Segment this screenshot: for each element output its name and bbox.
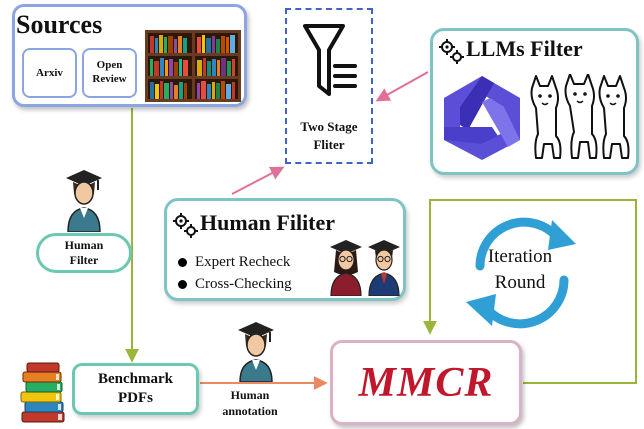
benchmark-pdfs-box: Benchmark PDFs	[72, 363, 199, 415]
funnel-filter-icon	[303, 24, 357, 96]
book-stack-icon	[20, 362, 65, 423]
llms-filter-title: LLMs Filter	[466, 36, 583, 61]
bullet-dot	[178, 258, 187, 267]
two-stage-label-line1: Two Stage	[300, 119, 358, 134]
iteration-line1: Iteration	[487, 246, 553, 267]
annotation-line1: Human	[230, 388, 270, 402]
mmcr-box: MMCR	[330, 340, 522, 425]
bookshelf-icon	[145, 30, 241, 102]
benchmark-line2: PDFs	[118, 390, 153, 406]
two-stage-label: Two Stage Fliter	[285, 118, 373, 153]
bullet-cross-checking: Cross-Checking	[178, 276, 292, 293]
iteration-round-label: Iteration Round	[470, 244, 570, 295]
bullet-expert-recheck: Expert Recheck	[178, 254, 290, 271]
human-filter-box	[164, 198, 406, 301]
qwen-logo-icon	[444, 76, 520, 160]
arrow-human-to-twostage	[231, 166, 285, 195]
llama-trio-icon	[530, 74, 630, 159]
human-filter-pill: Human Filter	[36, 233, 132, 273]
source-arxiv: Arxiv	[22, 48, 77, 98]
source-open-review: Open Review	[82, 48, 137, 98]
iteration-line2: Round	[494, 271, 546, 293]
mmcr-title: MMCR	[358, 359, 494, 406]
graduate-avatar-icon	[238, 322, 274, 382]
gear-icon	[173, 213, 198, 238]
benchmark-line1: Benchmark	[98, 371, 173, 388]
arrow-llms-to-twostage	[375, 71, 429, 102]
graduate-avatar-icon	[66, 170, 102, 232]
human-filter-pill-line1: Human	[64, 238, 104, 252]
human-filter-title: Human Filiter	[200, 210, 336, 235]
two-stage-label-line2: Fliter	[313, 136, 345, 152]
human-filter-pill-line2: Filter	[69, 253, 99, 267]
bullet-expert-recheck-text: Expert Recheck	[195, 254, 291, 270]
human-annotation-label: Human annotation	[208, 388, 292, 419]
annotation-line2: annotation	[222, 403, 278, 418]
expert-avatars-icon	[330, 240, 400, 296]
sources-title: Sources	[16, 10, 103, 39]
cycle-arrows-icon	[466, 217, 576, 329]
bullet-cross-checking-text: Cross-Checking	[195, 276, 292, 292]
bullet-dot	[178, 280, 187, 289]
arrow-iteration-loop	[423, 199, 637, 384]
gear-icon	[439, 39, 464, 64]
